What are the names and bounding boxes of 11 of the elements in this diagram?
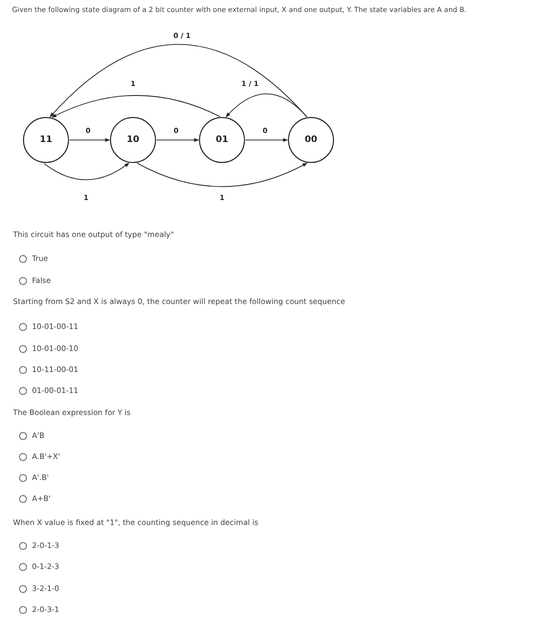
arrow — [136, 162, 308, 187]
arrow — [245, 138, 288, 142]
arrow — [44, 162, 130, 180]
state-circle: 10 — [110, 117, 156, 163]
state-circle: 01 — [199, 117, 245, 163]
state-circle: 11 — [23, 117, 69, 163]
arrow — [226, 94, 308, 118]
arrow — [156, 138, 199, 142]
state-circle: 00 — [288, 117, 334, 163]
arrow — [52, 95, 220, 118]
arrow — [69, 138, 110, 142]
